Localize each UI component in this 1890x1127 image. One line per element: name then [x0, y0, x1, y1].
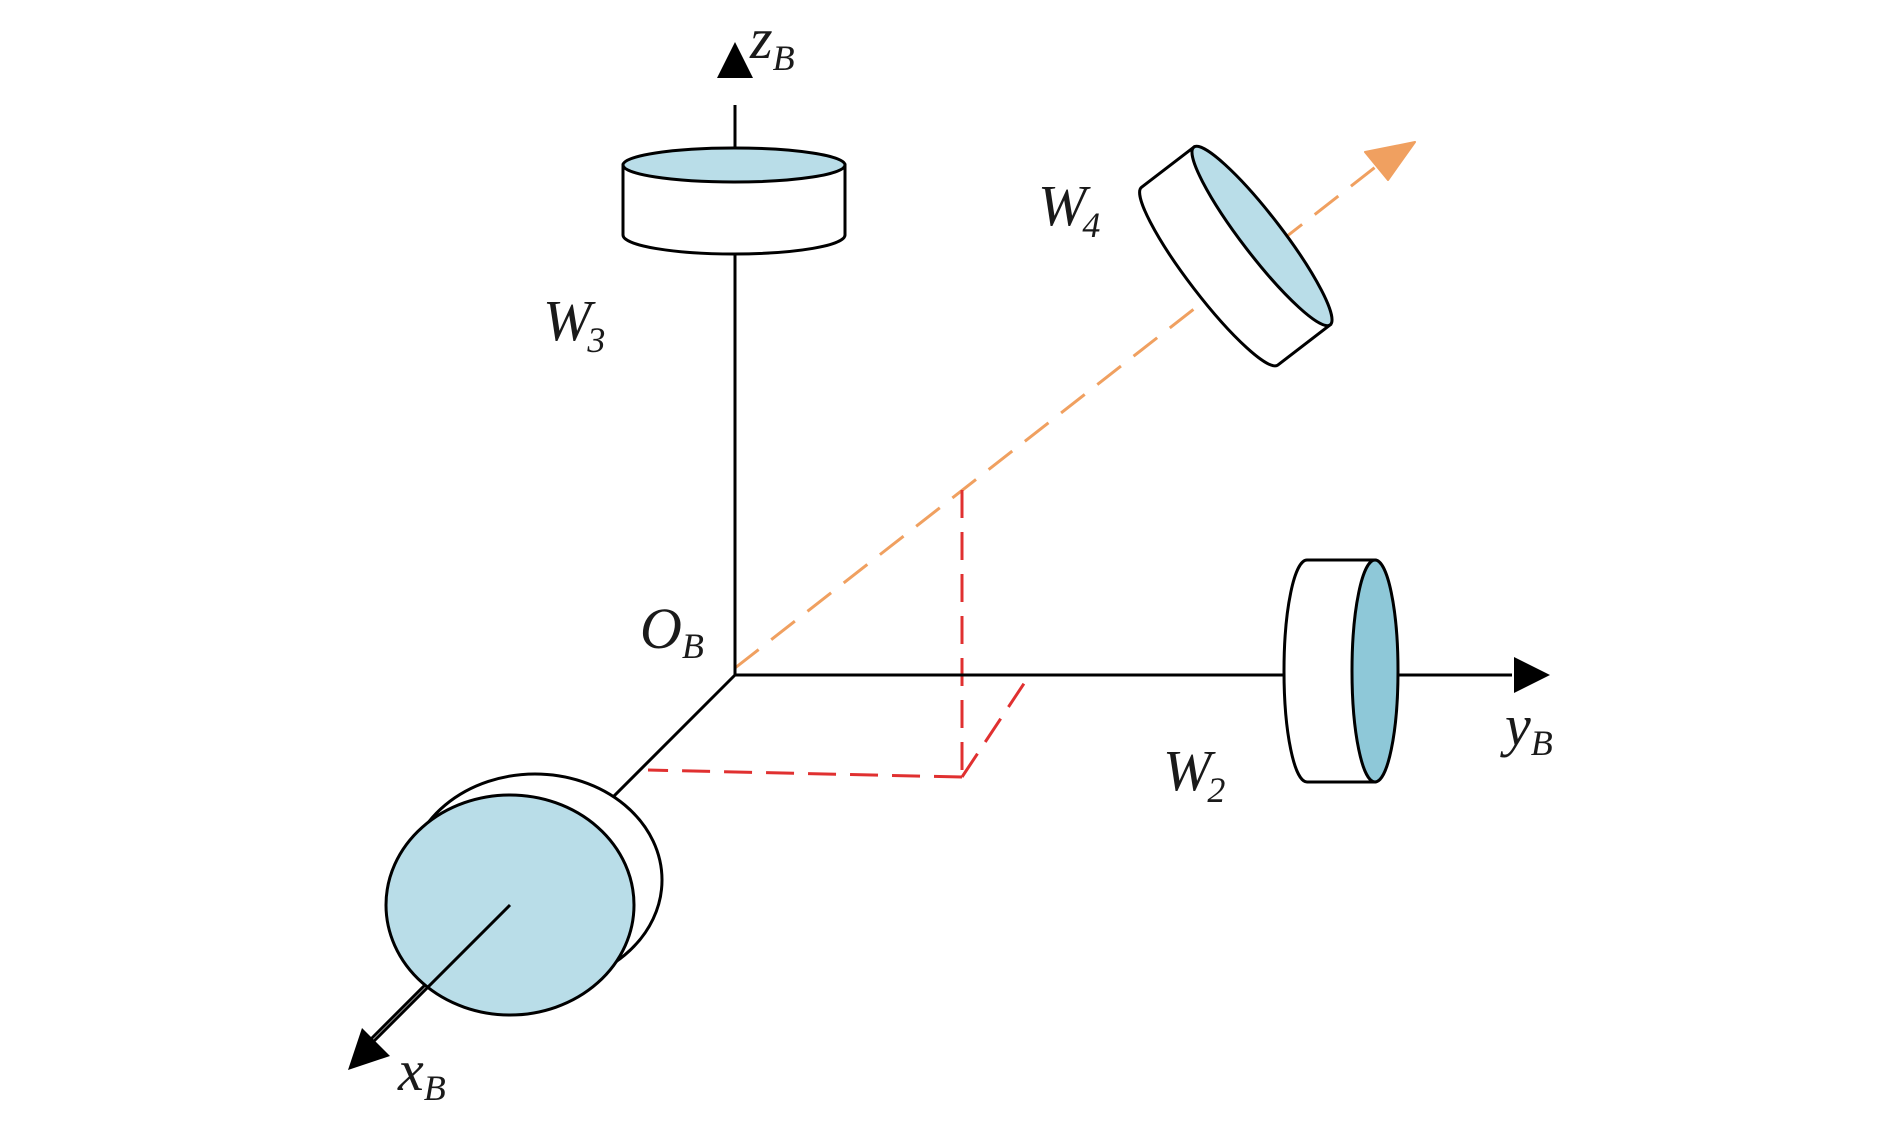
wheel-w4 [1138, 144, 1334, 368]
label-x-axis: xB [397, 1038, 446, 1108]
y-axis-arrowhead [1514, 657, 1550, 693]
projection-horizontal [647, 768, 963, 779]
wheel-w2 [1282, 558, 1400, 784]
label-origin: OB [640, 596, 704, 666]
label-w4: W4 [1038, 173, 1100, 245]
wheel-w3-face [621, 146, 847, 184]
wheel-w4-face [1190, 144, 1334, 328]
wheel-w2-side [1282, 558, 1377, 784]
skew-axis-arrowhead [1364, 141, 1416, 181]
wheel-w4-side [1138, 145, 1333, 368]
wheel-w3 [621, 146, 847, 256]
label-y-axis: yB [1500, 693, 1553, 763]
wheel-w3-side [621, 163, 847, 256]
wheel-w1 [384, 772, 664, 1017]
projection-diagonal [960, 681, 1027, 778]
label-w2: W2 [1163, 738, 1225, 810]
x-axis-arrowhead [348, 1028, 390, 1070]
x-axis-line-front [368, 903, 512, 1047]
z-axis-arrowhead [717, 42, 753, 78]
label-z-axis: zB [749, 6, 795, 78]
projection-lines [647, 490, 1027, 779]
label-w3: W3 [543, 288, 605, 360]
wheel-w2-face [1350, 558, 1400, 784]
